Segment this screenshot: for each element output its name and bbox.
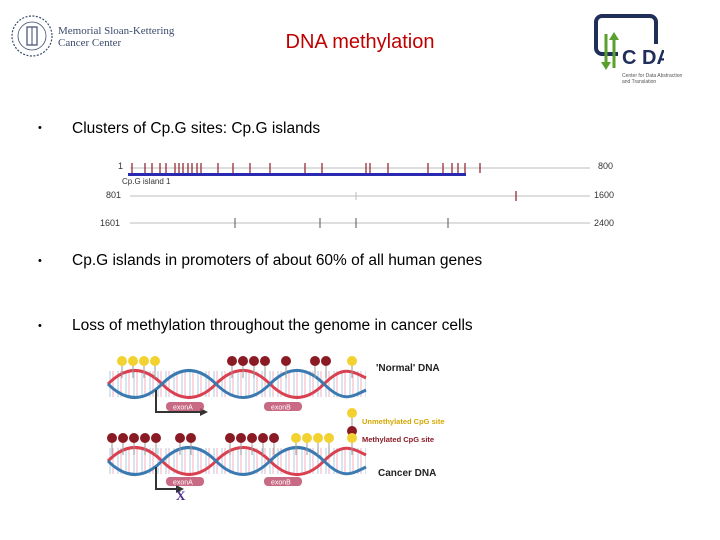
exon-b-normal — [264, 402, 302, 411]
cpg-row-1 — [128, 163, 590, 176]
cpg-island-bar — [128, 173, 466, 176]
org-name-line1: Memorial Sloan-Kettering — [58, 25, 175, 37]
row2-end-label: 1600 — [594, 190, 615, 200]
bullet-3: Loss of methylation throughout the genom… — [72, 317, 473, 334]
exon-a-cancer — [166, 477, 204, 486]
legend-methylated: Methylated CpG site — [362, 435, 434, 444]
cancer-dna-helix — [106, 446, 367, 476]
cdat-tagline-1: Center for Data Abstraction — [622, 73, 683, 79]
cpg-island-map — [128, 163, 590, 228]
normal-dna-helix — [106, 369, 367, 399]
cancer-unmethylated-pins — [291, 433, 357, 455]
legend-unmethylated: Unmethylated CpG site — [362, 417, 445, 426]
row3-start-label: 1601 — [100, 218, 121, 228]
cancer-blocked-arrow — [155, 467, 184, 493]
cdat-logo-icon: C DAT — [594, 14, 664, 70]
row1-end-label: 800 — [598, 161, 614, 171]
methylated-legend-icon — [347, 426, 357, 436]
cancer-methylated-pins — [107, 433, 279, 455]
cancer-dna-label: Cancer DNA — [378, 468, 436, 479]
mskcc-logo: Memorial Sloan-Kettering Cancer Center — [10, 14, 180, 60]
exon-a-normal — [166, 402, 204, 411]
bullet-marker: • — [38, 255, 42, 267]
mskcc-seal-icon — [11, 15, 53, 57]
cdat-logo: C DAT Center for Data Abstraction and Tr… — [592, 14, 702, 86]
bullet-marker: • — [38, 320, 42, 332]
row1-start-label: 1 — [118, 161, 124, 171]
cdat-name: C DAT — [622, 47, 664, 69]
methylated-cpg-pins — [227, 356, 331, 378]
unmethylated-legend-icon — [347, 408, 357, 418]
exon-b-label: exonB — [271, 405, 291, 412]
slide-title: DNA methylation — [285, 31, 435, 53]
cpg-island-label: Cp.G island 1 — [122, 177, 171, 186]
exon-b-cancer — [264, 477, 302, 486]
normal-dna-label: 'Normal' DNA — [376, 363, 440, 374]
bullet-1: Clusters of Cp.G sites: Cp.G islands — [72, 120, 321, 137]
bullet-marker: • — [38, 122, 42, 134]
legend: Unmethylated CpG site Methylated CpG sit… — [347, 408, 445, 446]
exon-a-label: exonA — [173, 405, 193, 412]
bullet-2: Cp.G islands in promoters of about 60% o… — [72, 252, 483, 269]
org-name-line2: Cancer Center — [58, 37, 122, 49]
transcription-blocked-mark: X — [176, 488, 186, 503]
unmethylated-cpg-pins — [117, 356, 357, 378]
exon-b-label-cancer: exonB — [271, 480, 291, 487]
methylation-diagram: 'Normal' DNA exonA exonB Unmethylated Cp… — [106, 356, 445, 503]
row2-start-label: 801 — [106, 190, 122, 200]
cdat-tagline-2: and Translation — [622, 79, 657, 85]
exon-a-label-cancer: exonA — [173, 480, 193, 487]
row3-end-label: 2400 — [594, 218, 615, 228]
